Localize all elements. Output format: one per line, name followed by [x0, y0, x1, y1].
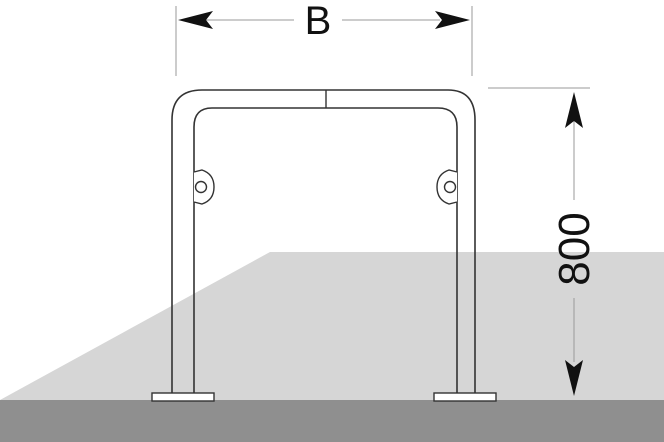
ground-top-surface — [0, 252, 664, 400]
height-label: 800 — [550, 212, 599, 285]
width-arrow-left — [178, 11, 213, 29]
width-arrow-right — [435, 11, 470, 29]
width-dimension: B — [175, 0, 473, 76]
width-label: B — [305, 0, 332, 43]
left-fixing-lug — [193, 169, 215, 205]
hoop-rail — [171, 89, 476, 393]
right-base-plate — [433, 392, 497, 402]
height-arrow-up — [565, 92, 583, 128]
right-fixing-lug — [436, 169, 458, 205]
left-base-plate — [151, 392, 215, 402]
ground-front-face — [0, 400, 664, 442]
height-arrow-down — [565, 360, 583, 396]
height-dimension: 800 — [488, 87, 599, 396]
